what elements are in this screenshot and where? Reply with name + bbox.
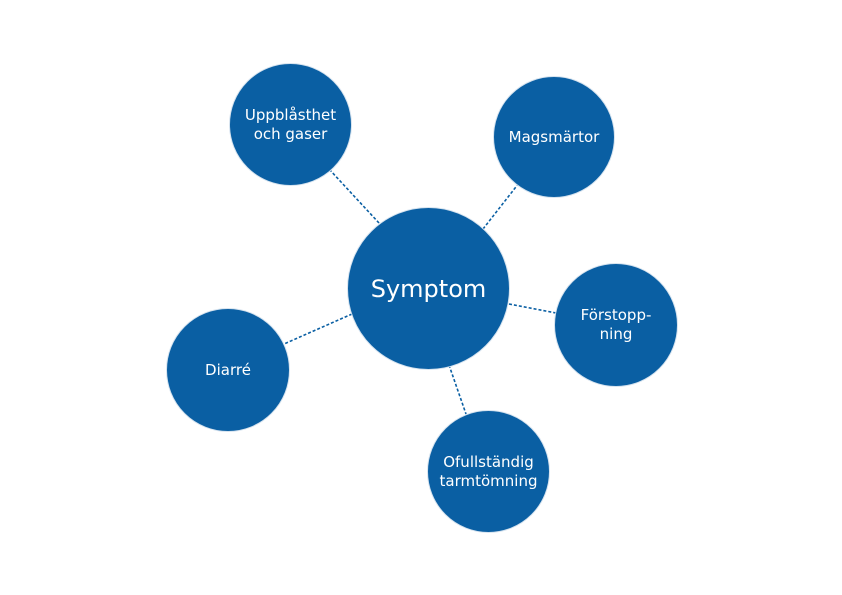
node-constipation: Förstopp- ning [554, 263, 678, 387]
connector-diarrhea [283, 313, 353, 345]
connector-constipation [508, 303, 557, 314]
node-diarrhea: Diarré [166, 308, 290, 432]
node-bloating: Uppblåsthet och gaser [229, 63, 352, 186]
node-label-constipation: Förstopp- ning [580, 306, 652, 343]
connector-incomplete-emptying [448, 364, 467, 415]
node-label-incomplete-emptying: Ofullständig tarmtömning [439, 452, 538, 490]
center-node-symptom: Symptom [347, 207, 510, 370]
connector-bloating [328, 168, 380, 224]
node-label-stomach-pain: Magsmärtor [508, 127, 600, 146]
connector-stomach-pain [482, 182, 520, 230]
node-stomach-pain: Magsmärtor [493, 76, 615, 198]
node-label-diarrhea: Diarré [205, 360, 251, 379]
node-label-bloating: Uppblåsthet och gaser [244, 105, 337, 143]
node-incomplete-emptying: Ofullständig tarmtömning [427, 410, 550, 533]
center-node-label: Symptom [370, 274, 487, 303]
